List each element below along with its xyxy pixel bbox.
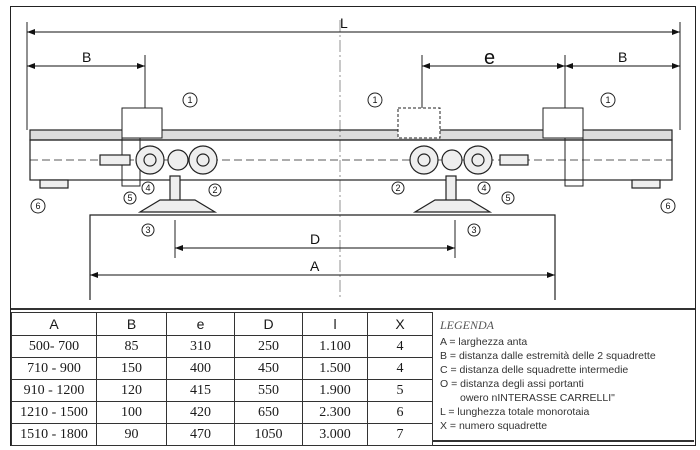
legend: LEGENDA A = larghezza anta B = distanza … (440, 318, 656, 433)
cell: 4 (367, 335, 433, 358)
cell: 500- 700 (11, 335, 97, 358)
legend-item: C = distanza delle squadrette intermedie (440, 364, 629, 376)
cell: 5 (367, 379, 433, 402)
label-A: A (310, 258, 320, 274)
legend-item: L = lunghezza totale monorotaia (440, 406, 590, 418)
cell: 650 (234, 401, 303, 424)
balloon: 4 (481, 183, 486, 193)
cell: 100 (96, 401, 167, 424)
part-balloons (30, 92, 676, 237)
legend-item: O = distanza degli assi portanti (440, 378, 584, 390)
cell: 450 (234, 357, 303, 380)
carriages (39, 145, 661, 213)
balloon: 4 (145, 183, 150, 193)
legend-item: B = distanza dalle estremità delle 2 squ… (440, 350, 656, 362)
legend-item: A = larghezza anta (440, 336, 528, 348)
cell: 7 (367, 423, 433, 446)
cell: 250 (234, 335, 303, 358)
label-B-right: B (618, 49, 627, 65)
cell: 710 - 900 (11, 357, 97, 380)
cell: 550 (234, 379, 303, 402)
balloon: 5 (127, 193, 132, 203)
cell: 415 (166, 379, 235, 402)
header-A: A (11, 312, 97, 336)
label-D: D (310, 231, 320, 247)
header-B: B (96, 312, 167, 336)
cell: 1050 (234, 423, 303, 446)
cell: 310 (166, 335, 235, 358)
cell: 90 (96, 423, 167, 446)
door-panel (89, 214, 556, 300)
balloon: 1 (372, 95, 377, 105)
drawing-frame (10, 6, 696, 446)
label-B-left: B (82, 49, 91, 65)
balloon: 1 (187, 95, 192, 105)
legend-item: X = numero squadrette (440, 420, 548, 432)
cell: 2.300 (302, 401, 368, 424)
cell: 1210 - 1500 (11, 401, 97, 424)
label-e: e (484, 47, 495, 69)
divider (11, 308, 695, 310)
header-l: l (302, 312, 368, 336)
cell: 4 (367, 357, 433, 380)
cell: 85 (96, 335, 167, 358)
table-header-row: A B e D l X (11, 312, 433, 336)
balloon: 6 (665, 201, 670, 211)
header-e: e (166, 312, 235, 336)
balloon: 5 (505, 193, 510, 203)
cell: 1.900 (302, 379, 368, 402)
cell: 120 (96, 379, 167, 402)
cell: 470 (166, 423, 235, 446)
technical-drawing: L B e B D A 1 (26, 15, 681, 300)
balloon: 3 (145, 225, 150, 235)
legend-bottom-rule (432, 440, 694, 442)
balloon: 2 (212, 185, 217, 195)
cell: 1.500 (302, 357, 368, 380)
balloon: 1 (605, 95, 610, 105)
cell: 400 (166, 357, 235, 380)
cell: 420 (166, 401, 235, 424)
header-D: D (234, 312, 303, 336)
cell: 910 - 1200 (11, 379, 97, 402)
cell: 150 (96, 357, 167, 380)
cell: 3.000 (302, 423, 368, 446)
balloon: 6 (35, 201, 40, 211)
balloon: 2 (395, 183, 400, 193)
label-L: L (340, 15, 348, 31)
cell: 1510 - 1800 (11, 423, 97, 446)
header-X: X (367, 312, 433, 336)
balloon: 3 (471, 225, 476, 235)
brackets (121, 107, 584, 187)
cell: 1.100 (302, 335, 368, 358)
legend-title: LEGENDA (440, 318, 494, 332)
cell: 6 (367, 401, 433, 424)
legend-item: owero nINTERASSE CARRELLI" (460, 392, 615, 404)
